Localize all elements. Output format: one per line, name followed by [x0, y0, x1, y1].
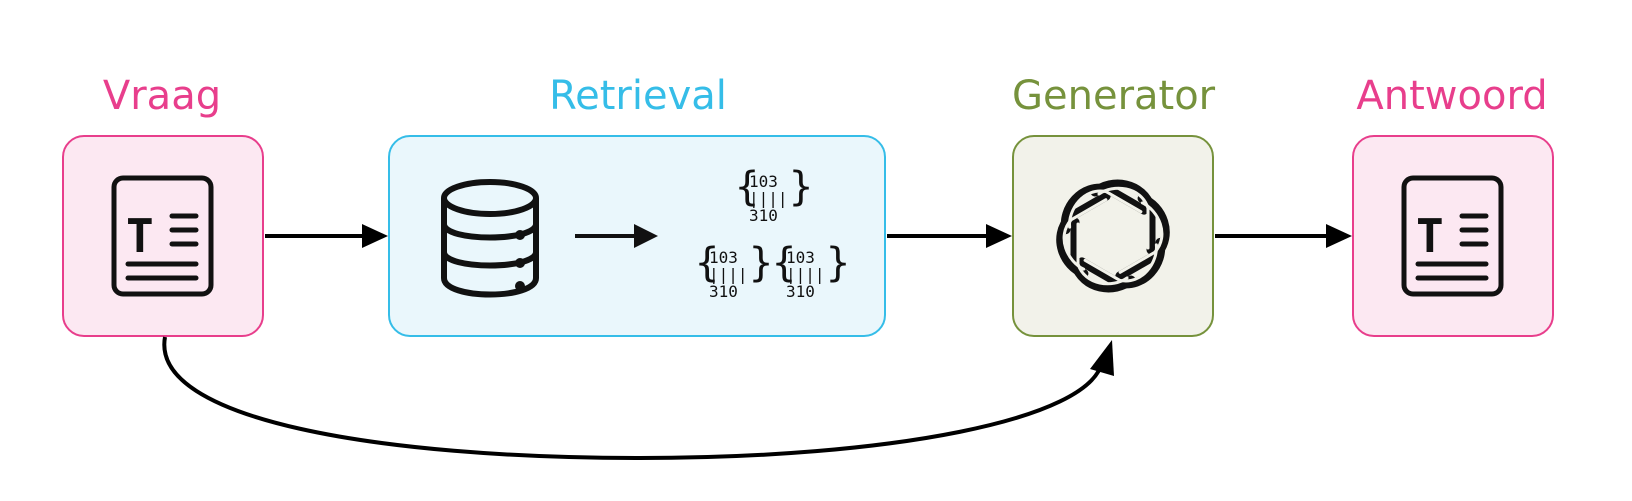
openai-logo-icon — [1056, 179, 1170, 293]
retrieval-label: Retrieval — [549, 73, 727, 119]
svg-text:{: { — [735, 164, 759, 210]
svg-text:}: } — [789, 164, 813, 210]
vector-row-2: |||| — [709, 265, 748, 284]
antwoord-node — [1352, 135, 1554, 337]
document-text-icon: T — [111, 175, 214, 297]
svg-text:T: T — [1416, 209, 1444, 263]
vector-row-3: 310 — [749, 206, 778, 225]
generator-label: Generator — [1012, 73, 1216, 119]
database-icon — [441, 179, 539, 298]
svg-text:{: { — [695, 240, 719, 286]
vector-row-3: 310 — [709, 282, 738, 301]
vector-row-2: |||| — [749, 189, 788, 208]
vector-row-3: 310 — [786, 282, 815, 301]
svg-text:}: } — [826, 240, 850, 286]
vector-row-1: 103 — [786, 248, 815, 267]
edge-vraag-retrieval — [265, 224, 388, 248]
edge-retrieval-generator — [887, 224, 1012, 248]
vector-row-1: 103 — [749, 172, 778, 191]
vraag-node — [62, 135, 264, 337]
document-text-icon: T — [1401, 175, 1504, 297]
antwoord-label: Antwoord — [1356, 73, 1548, 119]
arrow-right-icon — [575, 224, 658, 248]
edge-vraag-generator-curve — [162, 336, 1114, 461]
vector-block-right: { } 103 |||| 310 — [772, 240, 850, 301]
vraag-label: Vraag — [102, 73, 222, 119]
svg-text:T: T — [126, 209, 154, 263]
generator-node — [1012, 135, 1214, 337]
vector-embeddings-icon: { } 103 |||| 310 { } 103 |||| 310 { } 10… — [695, 164, 850, 301]
vector-row-2: |||| — [786, 265, 825, 284]
vector-block-top: { } 103 |||| 310 — [735, 164, 813, 225]
vector-row-1: 103 — [709, 248, 738, 267]
edge-generator-antwoord — [1215, 224, 1352, 248]
svg-text:}: } — [749, 240, 773, 286]
svg-text:{: { — [772, 240, 796, 286]
vector-block-left: { } 103 |||| 310 — [695, 240, 773, 301]
